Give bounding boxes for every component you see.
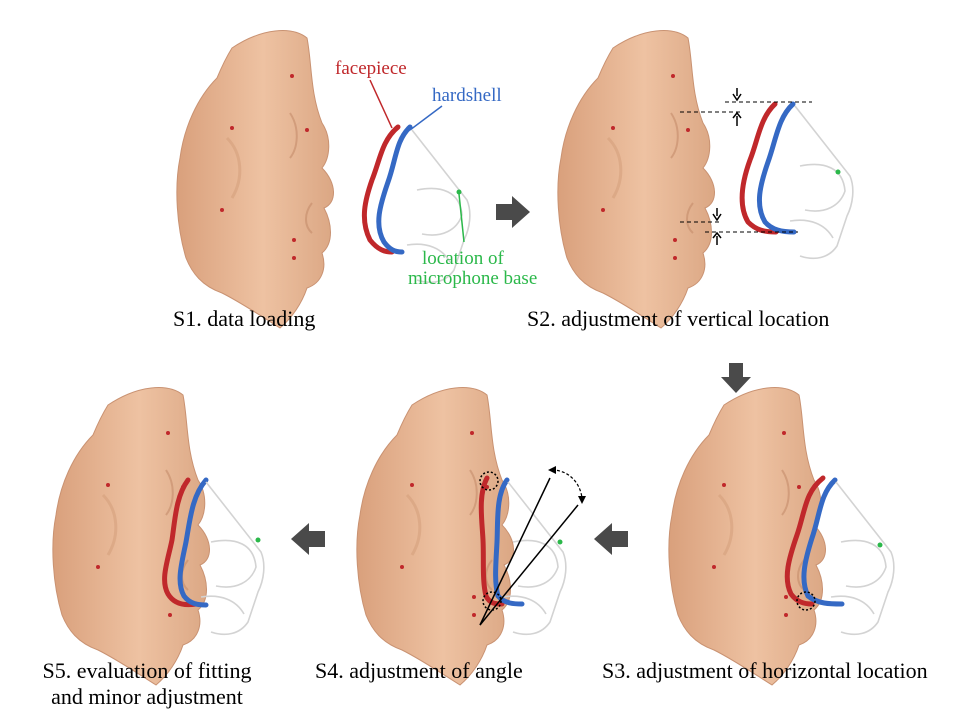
s1-microphone-base-point [457, 190, 462, 195]
location-label-line2: microphone base [408, 268, 537, 289]
s2-microphone-outline [790, 106, 853, 258]
facepiece-label: facepiece [335, 58, 407, 79]
s3-microphone-base-point [878, 543, 883, 548]
s3-face-model [669, 388, 826, 685]
s2-offset-arrow-top-up [733, 113, 741, 126]
s5-microphone-outline [201, 482, 264, 634]
s1-hardshell-leader [410, 106, 442, 130]
s2-offset-arrow-bottom-up [713, 233, 721, 245]
s3-microphone-outline [831, 482, 894, 634]
s4-microphone-base-point [558, 540, 563, 545]
caption-s1: S1. data loading [173, 306, 315, 332]
s1-face-model [177, 31, 334, 328]
s2-panel [558, 31, 853, 328]
arrow-s1-s2 [496, 196, 530, 228]
s4-face-model [357, 388, 514, 685]
s1-facepiece-leader [370, 80, 392, 128]
caption-s2: S2. adjustment of vertical location [527, 306, 829, 332]
s5-panel [53, 388, 264, 685]
caption-s3: S3. adjustment of horizontal location [602, 658, 928, 684]
caption-s4: S4. adjustment of angle [315, 658, 523, 684]
s4-rotation-arrowhead-b [578, 496, 586, 504]
arrow-s3-s4 [594, 523, 628, 555]
s4-rotation-arrowhead-a [548, 466, 556, 474]
caption-s5: S5. evaluation of fitting and minor adju… [8, 658, 286, 710]
s2-offset-arrow-top-down [733, 88, 741, 100]
s3-panel [669, 388, 894, 685]
s2-microphone-base-point [836, 170, 841, 175]
arrow-s2-s3 [721, 363, 751, 393]
s4-panel [357, 388, 586, 685]
s4-rotation-arrow [552, 470, 582, 498]
s1-microphone-leader [459, 194, 464, 242]
s2-offset-arrow-bottom-down [713, 208, 721, 220]
arrow-s4-s5 [291, 523, 325, 555]
caption-s5-line1: S5. evaluation of fitting [8, 658, 286, 684]
s2-face-model [558, 31, 715, 328]
hardshell-label: hardshell [432, 85, 502, 106]
caption-s5-line2: and minor adjustment [8, 684, 286, 710]
location-label-line1: location of [422, 248, 504, 269]
s5-microphone-base-point [256, 538, 261, 543]
